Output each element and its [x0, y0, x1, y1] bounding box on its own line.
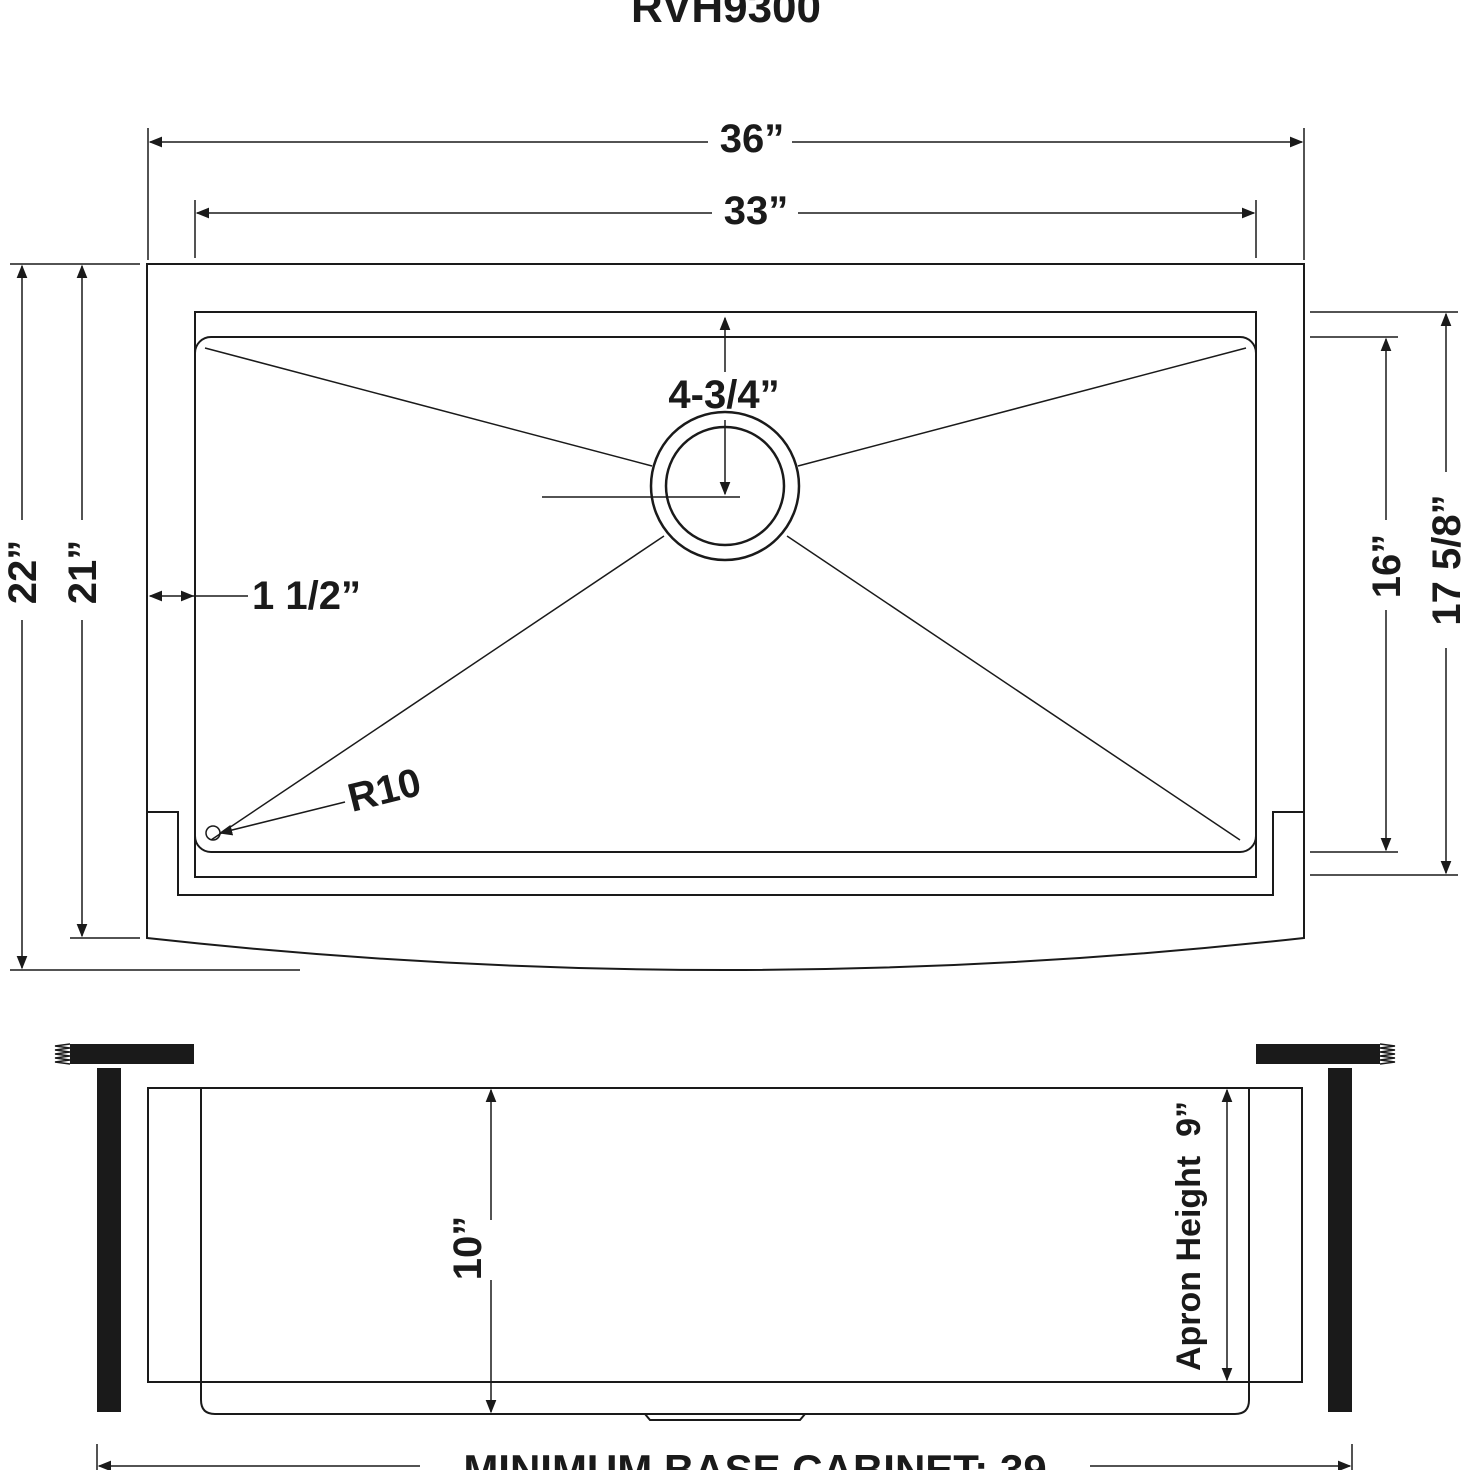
drain-offset-label: 4-3/4”	[668, 373, 779, 417]
bowl-width-label: 33”	[724, 189, 789, 233]
min-base-cabinet-dimension: MINIMUM BASE CABINET: 39	[96, 1444, 1353, 1470]
bowl-front-back-label: 16”	[1365, 534, 1409, 599]
drain-stub	[644, 1413, 806, 1421]
corner-radius-label: R10	[344, 760, 426, 820]
overall-width-label: 36”	[720, 117, 785, 161]
apron-height-dimension: Apron Height 9”	[1170, 1088, 1233, 1382]
slope-lines	[204, 347, 1247, 841]
model-title: RVH9300	[631, 0, 821, 32]
front-view: 10” Apron Height 9” MINIMUM BASE CABINET…	[54, 1043, 1396, 1470]
overall-depth-label: 22”	[1, 540, 45, 605]
drain-offset-dimension: 4-3/4”	[542, 316, 780, 498]
cabinet-wall-left	[97, 1068, 121, 1412]
flange-depth-dimension: 17 5/8”	[1310, 311, 1469, 876]
overall-depth-dimension: 22”	[1, 263, 300, 971]
bowl-depth-dimension: 10”	[446, 1088, 497, 1414]
cabinet-wall-right	[1328, 1068, 1352, 1412]
flange-outline	[147, 811, 1304, 896]
bowl-depth-top-dimension: 16”	[1310, 336, 1409, 853]
flange-depth-label: 17 5/8”	[1425, 494, 1469, 625]
apron-front	[147, 1087, 1303, 1383]
countertop-right	[1256, 1043, 1396, 1065]
sink-outline	[146, 263, 1305, 971]
bowl-body	[200, 1088, 1250, 1415]
top-view: 36” 33”	[1, 117, 1469, 971]
apron-height-label: Apron Height 9”	[1170, 1101, 1208, 1371]
drain-outer	[649, 410, 801, 562]
corner-radius-callout: R10	[205, 760, 426, 841]
depth-21-dimension: 21”	[61, 264, 140, 939]
countertop-left	[54, 1043, 194, 1065]
overall-width-dimension: 36”	[147, 117, 1305, 260]
bowl-width-dimension: 33”	[194, 189, 1257, 258]
depth-21-label: 21”	[61, 540, 105, 605]
bowl-depth-label: 10”	[446, 1216, 490, 1281]
side-margin-label: 1 1/2”	[252, 574, 361, 618]
min-base-cabinet-label: MINIMUM BASE CABINET: 39	[463, 1446, 1046, 1470]
side-margin-dimension: 1 1/2”	[148, 574, 361, 618]
